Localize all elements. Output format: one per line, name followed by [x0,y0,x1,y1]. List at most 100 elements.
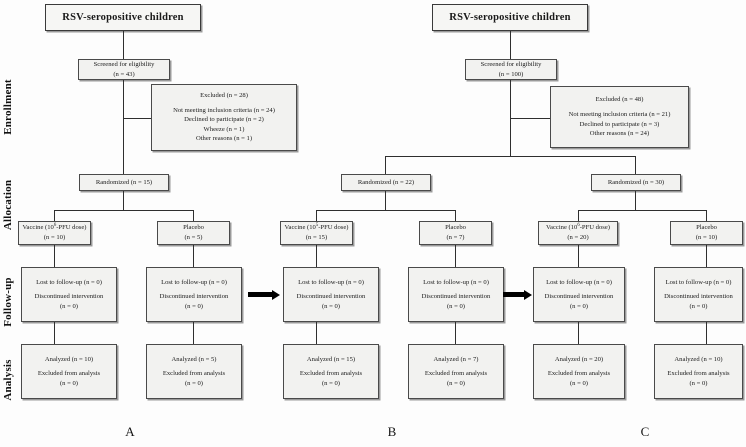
panel-a-arm1-allocation-box: Vaccine (106-PFU dose) (n = 10) [18,221,91,245]
panel-b-arm2-analysis-line2: Excluded from analysis [424,370,488,378]
connector-c-arm1-alloc-to-follow [578,245,579,267]
panel-c-arm2-analysis-line3: (n = 0) [689,379,708,387]
panel-a-arm1-alloc-pre: Vaccine (10 [22,224,54,232]
panel-a-excluded-box: Excluded (n = 28) Not meeting inclusion … [151,84,297,151]
panel-b-screened-line1: Screened for eligibility [480,60,542,68]
connector-c-arm1-follow-to-analysis [578,322,579,344]
panel-a-arm2-allocation-box: Placebo (n = 5) [157,221,230,245]
connector-b-arm1-alloc-to-follow [316,245,317,267]
panel-b-excluded-reason-1: Not meeting inclusion criteria (n = 21) [568,110,671,118]
stage-label-analysis: Analysis [2,359,14,401]
connector-a-arm2-follow-to-analysis [193,322,194,344]
panel-a-arm2-analysis-box: Analyzed (n = 5) Excluded from analysis … [146,344,242,399]
panel-b-arm2-followup-line2: Discontinued intervention [421,293,491,301]
arrow-shaft [248,292,272,297]
panel-a-arm2-followup-line2: Discontinued intervention [159,293,229,301]
connector-a-arm1-follow-to-analysis [54,322,55,344]
stage-label-enrollment: Enrollment [2,79,14,135]
panel-b-arm2-allocation-box: Placebo (n = 7) [419,221,492,245]
connector-b-randomized-left-drop [385,156,386,174]
panel-c-arm1-analysis-box: Analyzed (n = 20) Excluded from analysis… [533,344,625,399]
panel-a-arm2-followup-line1: Lost to follow-up (n = 0) [161,278,227,286]
panel-c-arm1-allocation-box: Vaccine (106-PFU dose) (n = 20) [538,221,618,245]
connector-b-randomized-right-drop [635,156,636,174]
connector-b-rand-stem [385,191,386,210]
panel-b-arm2-followup-line1: Lost to follow-up (n = 0) [423,278,489,286]
panel-b-to-c-arrow-icon [503,289,532,300]
panel-b-excluded-reason-2: Declined to participate (n = 3) [579,120,660,128]
panel-a-screened-line2: (n = 43) [113,70,135,78]
panel-b-arm2-followup-line3: (n = 0) [446,302,465,310]
panel-c-arm1-followup-box: Lost to follow-up (n = 0) Discontinued i… [533,267,625,322]
panel-c-arm1-analysis-line3: (n = 0) [569,379,588,387]
panel-a-title-text: RSV-seropositive children [62,11,184,23]
panel-a-arm1-analysis-line1: Analyzed (n = 10) [44,355,94,363]
panel-a-excluded-reason-3: Wheeze (n = 1) [203,125,245,133]
panel-a-arm1-followup-line1: Lost to follow-up (n = 0) [36,278,102,286]
panel-b-arm1-allocation-line1: Vaccine (105-PFU dose) [285,223,349,233]
panel-c-arm1-followup-line2: Discontinued intervention [544,293,614,301]
connector-b-arm2-follow-to-analysis [455,322,456,344]
connector-a-rand-stem [123,191,124,210]
connector-b-arm1-follow-to-analysis [316,322,317,344]
panel-b-excluded-reason-3: Other reasons (n = 24) [589,130,650,138]
panel-a-arm1-allocation-line2: (n = 10) [43,234,66,241]
panel-b-arm2-analysis-line1: Analyzed (n = 7) [433,355,479,363]
connector-b-arm1-drop [316,210,317,221]
panel-c-arm1-alloc-pre: Vaccine (10 [546,224,578,232]
panel-b-arm1-analysis-line1: Analyzed (n = 15) [306,355,356,363]
panel-b-screened-line2: (n = 100) [498,70,524,78]
connector-a-arm2-drop [193,210,194,221]
connector-c-rand-stem [635,191,636,210]
panel-c-arm2-followup-line2: Discontinued intervention [664,293,733,301]
panel-a-arm1-allocation-line1: Vaccine (106-PFU dose) [23,223,87,233]
panel-a-screened-line1: Screened for eligibility [93,60,155,68]
panel-c-arm1-followup-line1: Lost to follow-up (n = 0) [546,278,612,286]
connector-c-arm2-drop [706,210,707,221]
panel-c-arm2-analysis-line1: Analyzed (n = 10) [674,355,723,363]
panel-c-arm1-alloc-exponent: 6 [577,223,580,229]
panel-c-arm2-allocation-box: Placebo (n = 10) [670,221,743,245]
connector-a-arm1-alloc-to-follow [54,245,55,267]
connector-c-rand-split [578,210,706,211]
panel-a-arm1-analysis-box: Analyzed (n = 10) Excluded from analysis… [21,344,117,399]
panel-b-randomized-box: Randomized (n = 22) [341,174,431,191]
connector-a-screened-to-randomized [123,80,124,174]
panel-c-arm1-analysis-line2: Excluded from analysis [547,370,611,378]
panel-c-arm2-allocation-line1: Placebo [696,223,717,233]
panel-c-arm1-followup-line3: (n = 0) [569,302,588,310]
panel-a-arm2-analysis-line1: Analyzed (n = 5) [171,355,217,363]
connector-b-title-to-screened [510,31,511,59]
panel-a-excluded-reason-1: Not meeting inclusion criteria (n = 24) [173,106,275,114]
panel-a-arm2-alloc-pre: Placebo [183,224,204,232]
panel-b-arm1-alloc-pre: Vaccine (10 [284,224,316,232]
panel-b-arm2-alloc-pre: Placebo [445,224,466,232]
panel-letter-c: C [640,424,650,439]
panel-a-arm2-analysis-line3: (n = 0) [184,379,203,387]
panel-c-randomized-label: Randomized (n = 30) [607,178,665,186]
panel-a-arm1-followup-line3: (n = 0) [59,302,78,310]
connector-a-arm2-alloc-to-follow [193,245,194,267]
panel-b-arm1-analysis-line2: Excluded from analysis [299,370,363,378]
arrow-head [524,289,532,300]
panel-b-arm1-followup-line2: Discontinued intervention [296,293,366,301]
panel-c-arm1-allocation-line2: (n = 20) [567,234,589,241]
connector-a-rand-split [54,210,193,211]
panel-b-arm2-analysis-line3: (n = 0) [446,379,465,387]
connector-b-to-excluded [510,118,550,119]
panel-c-arm2-followup-line3: (n = 0) [689,302,708,310]
panel-a-arm1-alloc-post: -PFU dose) [56,224,87,232]
panel-letter-b: B [387,424,397,439]
panel-c-arm2-followup-box: Lost to follow-up (n = 0) Discontinued i… [654,267,743,322]
panel-c-arm1-analysis-line1: Analyzed (n = 20) [554,355,604,363]
panel-c-arm2-analysis-box: Analyzed (n = 10) Excluded from analysis… [654,344,743,399]
panel-b-arm1-analysis-box: Analyzed (n = 15) Excluded from analysis… [283,344,379,399]
connector-b-randomized-split [385,156,635,157]
arrow-head [272,289,280,300]
panel-a-arm2-analysis-line2: Excluded from analysis [162,370,226,378]
panel-b-excluded-box: Excluded (n = 48) Not meeting inclusion … [550,86,689,148]
connector-a-arm1-drop [54,210,55,221]
panel-a-arm1-analysis-line2: Excluded from analysis [37,370,101,378]
panel-a-arm1-followup-box: Lost to follow-up (n = 0) Discontinued i… [21,267,117,322]
